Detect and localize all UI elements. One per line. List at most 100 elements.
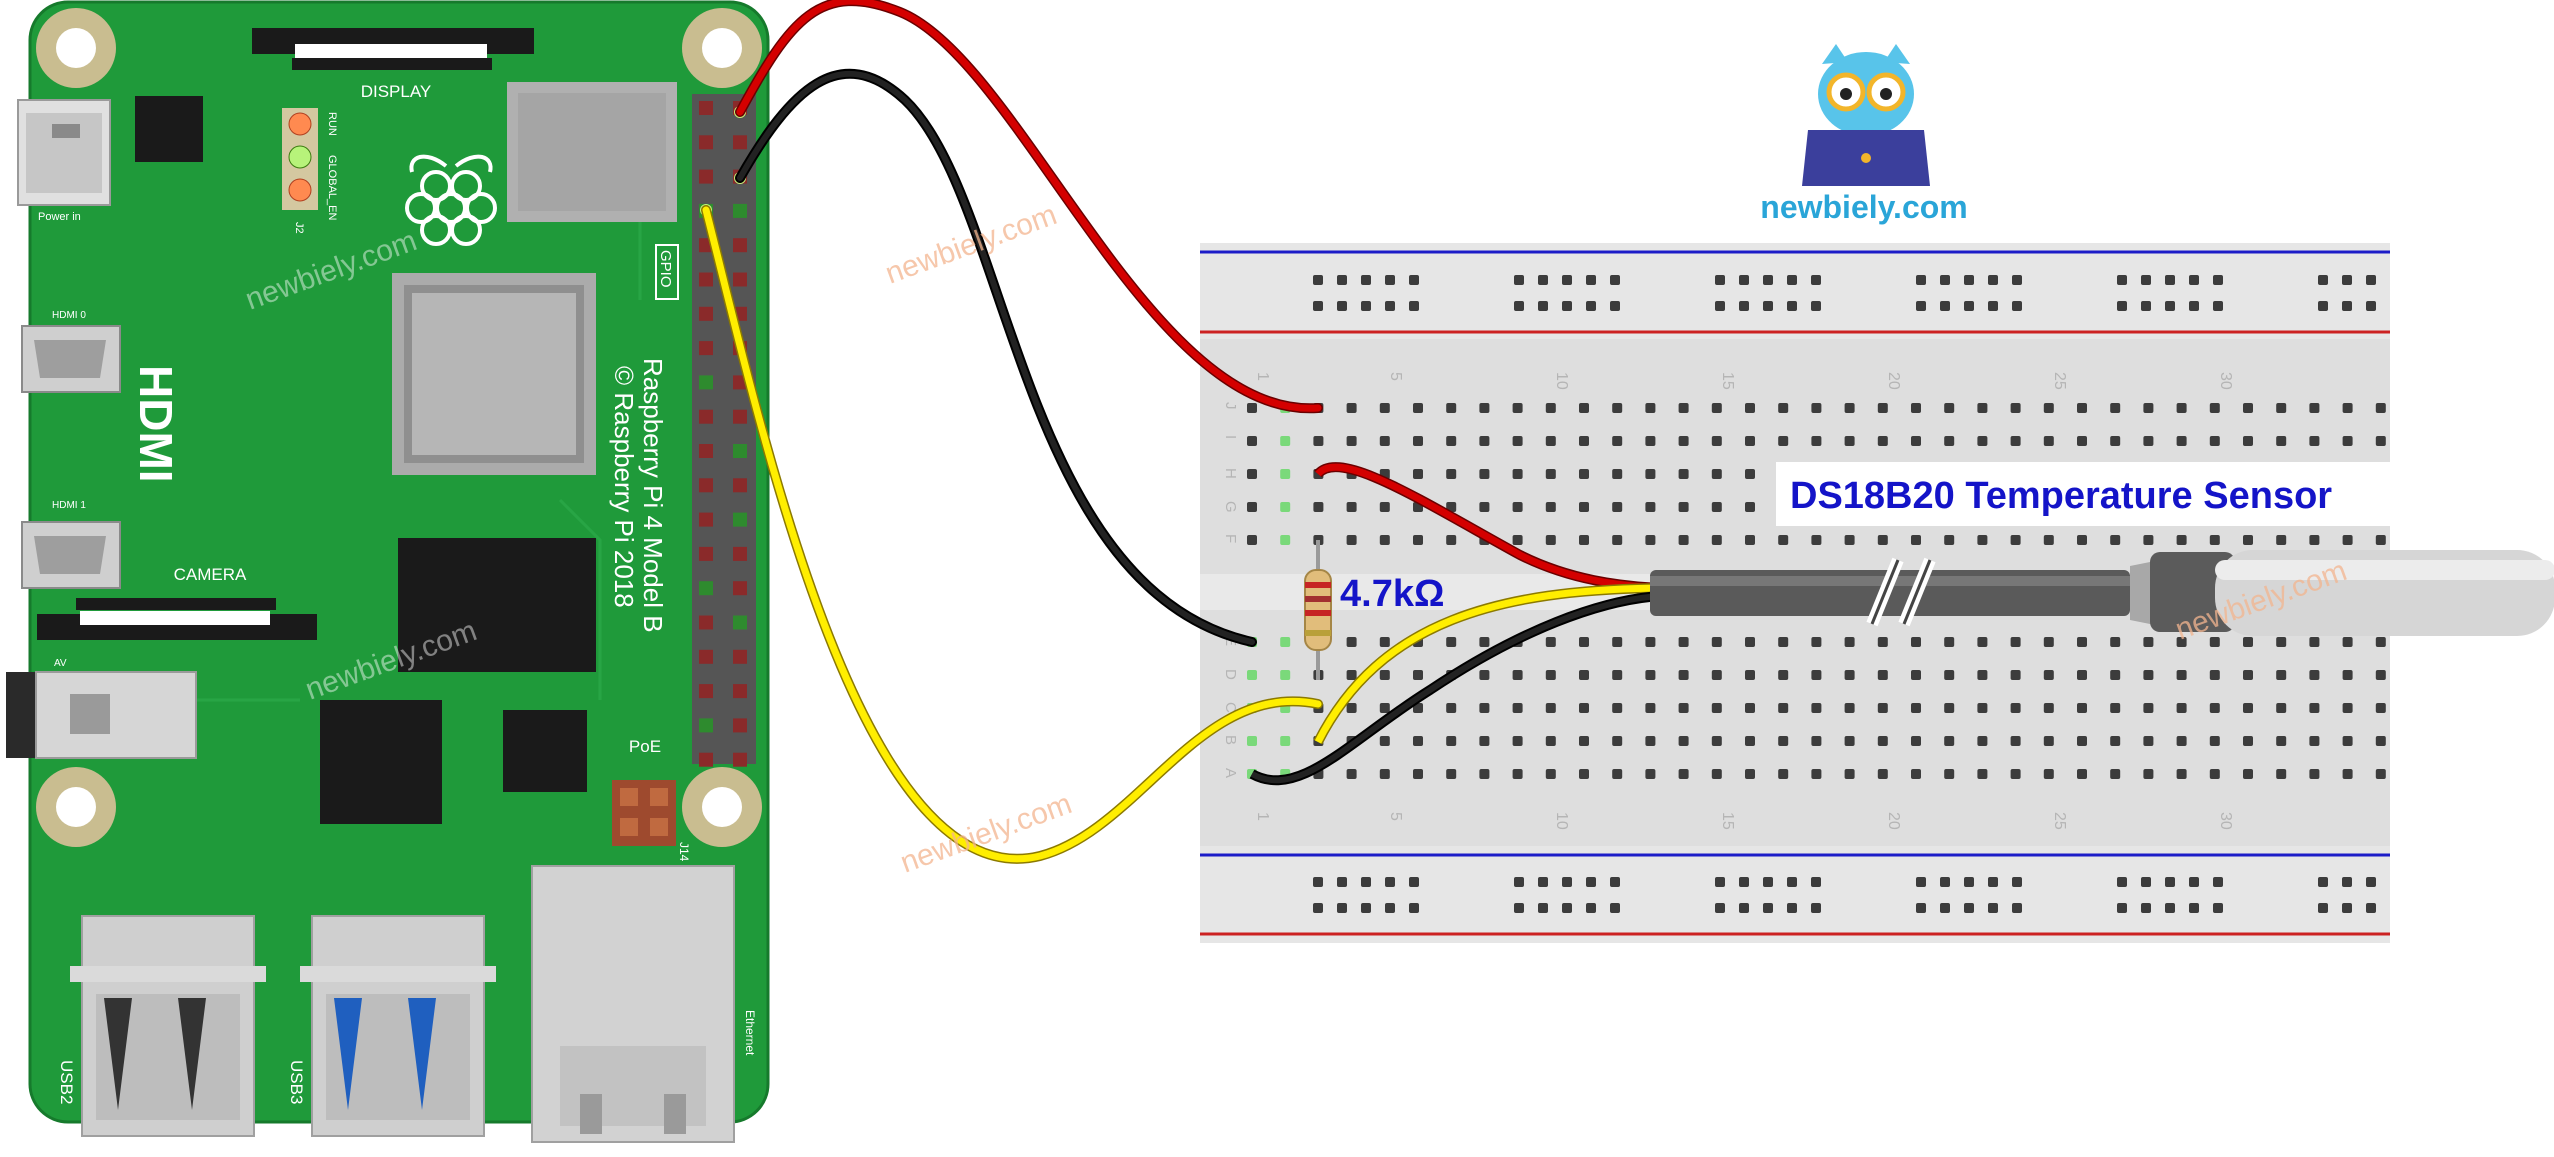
- breadboard-hole: [1811, 275, 1821, 285]
- breadboard-hole: [2342, 670, 2353, 680]
- breadboard-hole: [1313, 502, 1324, 512]
- breadboard-hole: [1545, 703, 1556, 713]
- wire-black-gnd: [735, 68, 1257, 647]
- breadboard-hole: [2110, 535, 2121, 545]
- power-in-port: Power in: [17, 99, 111, 223]
- breadboard-hole: [1715, 301, 1725, 311]
- breadboard-hole: [2176, 637, 2187, 647]
- breadboard-hole: [1512, 736, 1523, 746]
- breadboard-hole: [1313, 301, 1323, 311]
- breadboard-column-number: 30: [2217, 372, 2234, 390]
- breadboard-hole: [2375, 736, 2386, 746]
- breadboard-hole: [1446, 736, 1457, 746]
- breadboard-hole: [2043, 670, 2054, 680]
- breadboard-hole: [2309, 769, 2320, 779]
- breadboard-hole: [1346, 535, 1357, 545]
- breadboard-hole: [1711, 637, 1722, 647]
- newbiely-logo: newbiely.com: [1760, 44, 1968, 225]
- breadboard-hole: [1562, 903, 1572, 913]
- breadboard-hole: [1645, 769, 1656, 779]
- breadboard-hole: [1413, 469, 1423, 479]
- breadboard-hole: [1763, 275, 1773, 285]
- breadboard-hole: [1940, 877, 1950, 887]
- breadboard-hole: [1346, 670, 1357, 680]
- breadboard-hole: [1645, 703, 1656, 713]
- breadboard-hole: [2010, 703, 2021, 713]
- breadboard-hole: [1379, 403, 1390, 413]
- breadboard-hole: [2276, 436, 2287, 446]
- breadboard-hole: [1811, 736, 1822, 746]
- breadboard-hole: [1409, 275, 1419, 285]
- gpio-pin: [733, 203, 747, 218]
- breadboard-hole: [2043, 769, 2054, 779]
- breadboard-hole: [1645, 736, 1656, 746]
- ethernet-port: Ethernet: [531, 865, 757, 1143]
- breadboard-hole: [2276, 703, 2287, 713]
- breadboard-hole: [1811, 403, 1822, 413]
- breadboard-column-number: 5: [1387, 372, 1404, 381]
- breadboard-hole: [2243, 403, 2253, 413]
- breadboard-hole: [1811, 703, 1822, 713]
- breadboard-hole: [2342, 769, 2353, 779]
- breadboard-hole: [1586, 301, 1596, 311]
- breadboard-hole: [1911, 637, 1921, 647]
- breadboard-hole: [1988, 877, 1998, 887]
- usb2-label: USB2: [57, 1060, 76, 1104]
- hdmi0-port: HDMI 0: [21, 310, 121, 393]
- breadboard-hole: [1545, 535, 1556, 545]
- breadboard-column-number: 10: [1553, 812, 1570, 830]
- breadboard-hole: [1678, 670, 1689, 680]
- breadboard-hole: [1739, 877, 1749, 887]
- breadboard-hole: [1280, 436, 1291, 446]
- breadboard-hole: [1538, 877, 1548, 887]
- breadboard-hole: [1711, 670, 1722, 680]
- breadboard-hole: [2366, 301, 2376, 311]
- gpio-pin: [733, 444, 747, 458]
- breadboard-hole: [1944, 535, 1955, 545]
- breadboard-hole: [1379, 535, 1390, 545]
- breadboard-hole: [2309, 703, 2320, 713]
- breadboard-hole: [1610, 301, 1620, 311]
- breadboard-hole: [1711, 436, 1722, 446]
- breadboard-hole: [1280, 637, 1291, 647]
- breadboard-hole: [2077, 403, 2087, 413]
- breadboard-hole: [1977, 436, 1988, 446]
- breadboard-hole: [1586, 275, 1596, 285]
- breadboard-hole: [2375, 436, 2386, 446]
- breadboard-hole: [1512, 469, 1523, 479]
- breadboard-hole: [2342, 736, 2353, 746]
- gpio-pin: [733, 649, 747, 664]
- breadboard-hole: [1512, 502, 1523, 512]
- breadboard-hole: [1385, 275, 1395, 285]
- breadboard-hole: [1385, 877, 1395, 887]
- breadboard-hole: [2176, 535, 2187, 545]
- gpio-pin: [699, 375, 713, 390]
- gpio-pin: [699, 615, 713, 630]
- breadboard-hole: [1988, 301, 1998, 311]
- breadboard-hole: [2276, 637, 2287, 647]
- j14-label: J14: [677, 842, 691, 862]
- breadboard-hole: [2043, 703, 2054, 713]
- breadboard-hole: [1579, 703, 1589, 713]
- breadboard-hole: [1545, 403, 1556, 413]
- breadboard-hole: [2117, 877, 2127, 887]
- breadboard-hole: [1586, 903, 1596, 913]
- breadboard-row-label: I: [1222, 435, 1239, 439]
- breadboard-hole: [2010, 403, 2021, 413]
- breadboard-hole: [1512, 535, 1523, 545]
- breadboard-hole: [1811, 436, 1822, 446]
- breadboard-hole: [1280, 502, 1291, 512]
- breadboard-hole: [1940, 275, 1950, 285]
- usb3-port: USB3: [287, 915, 496, 1137]
- breadboard-hole: [1538, 275, 1548, 285]
- breadboard-hole: [1385, 903, 1395, 913]
- breadboard-hole: [1844, 703, 1855, 713]
- breadboard-hole: [1514, 301, 1524, 311]
- breadboard-hole: [1645, 535, 1656, 545]
- breadboard-hole: [1361, 903, 1371, 913]
- breadboard-hole: [1247, 535, 1257, 545]
- breadboard-hole: [2189, 877, 2199, 887]
- breadboard-hole: [2043, 535, 2054, 545]
- breadboard-hole: [1645, 469, 1656, 479]
- breadboard-hole: [1280, 670, 1291, 680]
